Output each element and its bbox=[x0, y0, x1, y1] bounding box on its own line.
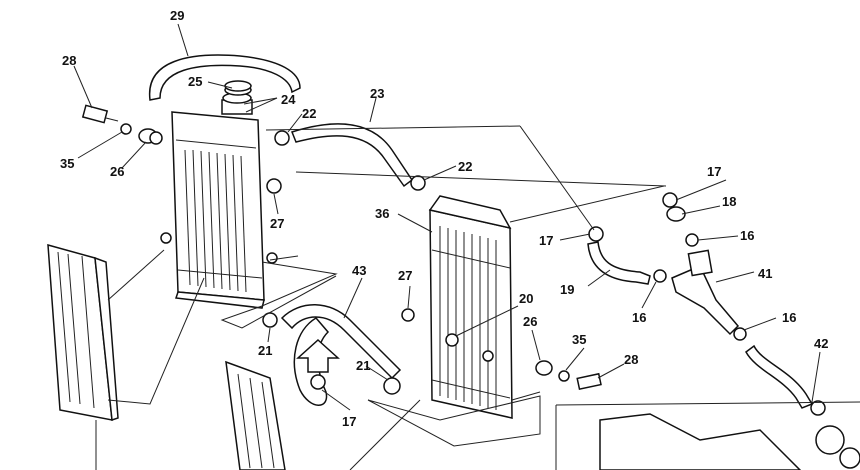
callout-41: 41 bbox=[758, 266, 772, 281]
callout-21-left: 21 bbox=[258, 343, 272, 358]
centre-shroud bbox=[225, 360, 286, 470]
callout-35-right: 35 bbox=[572, 332, 586, 347]
clamp-22-left bbox=[274, 130, 290, 146]
callout-27-left: 27 bbox=[270, 216, 284, 231]
callout-25: 25 bbox=[188, 74, 202, 89]
washer-35-left bbox=[120, 123, 132, 135]
callout-27-right: 27 bbox=[398, 268, 412, 283]
hose-19 bbox=[587, 241, 651, 285]
callout-20: 20 bbox=[519, 291, 533, 306]
callout-19: 19 bbox=[560, 282, 574, 297]
callout-16-right: 16 bbox=[782, 310, 796, 325]
clamp-17-lower bbox=[310, 374, 326, 390]
grommet-26-right bbox=[535, 360, 553, 376]
clamp-17-right bbox=[662, 192, 678, 208]
callout-17-right: 17 bbox=[707, 164, 721, 179]
right-radiator bbox=[428, 195, 513, 419]
grommet-27-left bbox=[266, 178, 282, 194]
callout-23: 23 bbox=[370, 86, 384, 101]
clamp-21-right bbox=[383, 377, 401, 395]
hose-42 bbox=[745, 344, 814, 409]
callout-43: 43 bbox=[352, 263, 366, 278]
grommet-26-left bbox=[138, 128, 163, 145]
clamp-22-right bbox=[410, 175, 426, 191]
clamp-42-end bbox=[810, 400, 826, 416]
callout-24: 24 bbox=[281, 92, 296, 107]
grommet-27-right bbox=[401, 308, 415, 322]
fitting-18 bbox=[666, 206, 686, 222]
callout-35-left: 35 bbox=[60, 156, 74, 171]
hose-29 bbox=[149, 54, 301, 101]
callout-17-bottom: 17 bbox=[342, 414, 356, 429]
bolt-28-right bbox=[576, 372, 602, 391]
washer-35-right bbox=[558, 370, 570, 382]
callout-22-top: 22 bbox=[302, 106, 316, 121]
clamp-17-upper bbox=[588, 226, 604, 242]
callout-18: 18 bbox=[722, 194, 736, 209]
callout-labels: 29 28 25 24 22 23 35 26 27 22 36 43 27 2… bbox=[60, 8, 828, 429]
clamp-16-left bbox=[653, 269, 667, 283]
left-shroud bbox=[47, 243, 119, 422]
hose-23 bbox=[291, 123, 414, 188]
callout-16-left: 16 bbox=[632, 310, 646, 325]
y-piece-41 bbox=[671, 249, 740, 336]
engine-outline bbox=[555, 401, 860, 470]
callout-16-top: 16 bbox=[740, 228, 754, 243]
callout-26-right: 26 bbox=[523, 314, 537, 329]
callout-36: 36 bbox=[375, 206, 389, 221]
callout-28-left: 28 bbox=[62, 53, 76, 68]
callout-21-right: 21 bbox=[356, 358, 370, 373]
callout-42: 42 bbox=[814, 336, 828, 351]
callout-29: 29 bbox=[170, 8, 184, 23]
leader-lines bbox=[73, 23, 821, 470]
callout-26-left: 26 bbox=[110, 164, 124, 179]
hose-43 bbox=[280, 304, 402, 380]
callout-17-left: 17 bbox=[539, 233, 553, 248]
callout-28-right: 28 bbox=[624, 352, 638, 367]
callout-22-mid: 22 bbox=[458, 159, 472, 174]
clamp-16-top bbox=[685, 233, 699, 247]
direction-arrow-icon bbox=[296, 338, 340, 373]
left-radiator bbox=[160, 80, 278, 309]
clamp-16-bottom bbox=[733, 327, 747, 341]
bolt-28-left bbox=[81, 104, 119, 124]
